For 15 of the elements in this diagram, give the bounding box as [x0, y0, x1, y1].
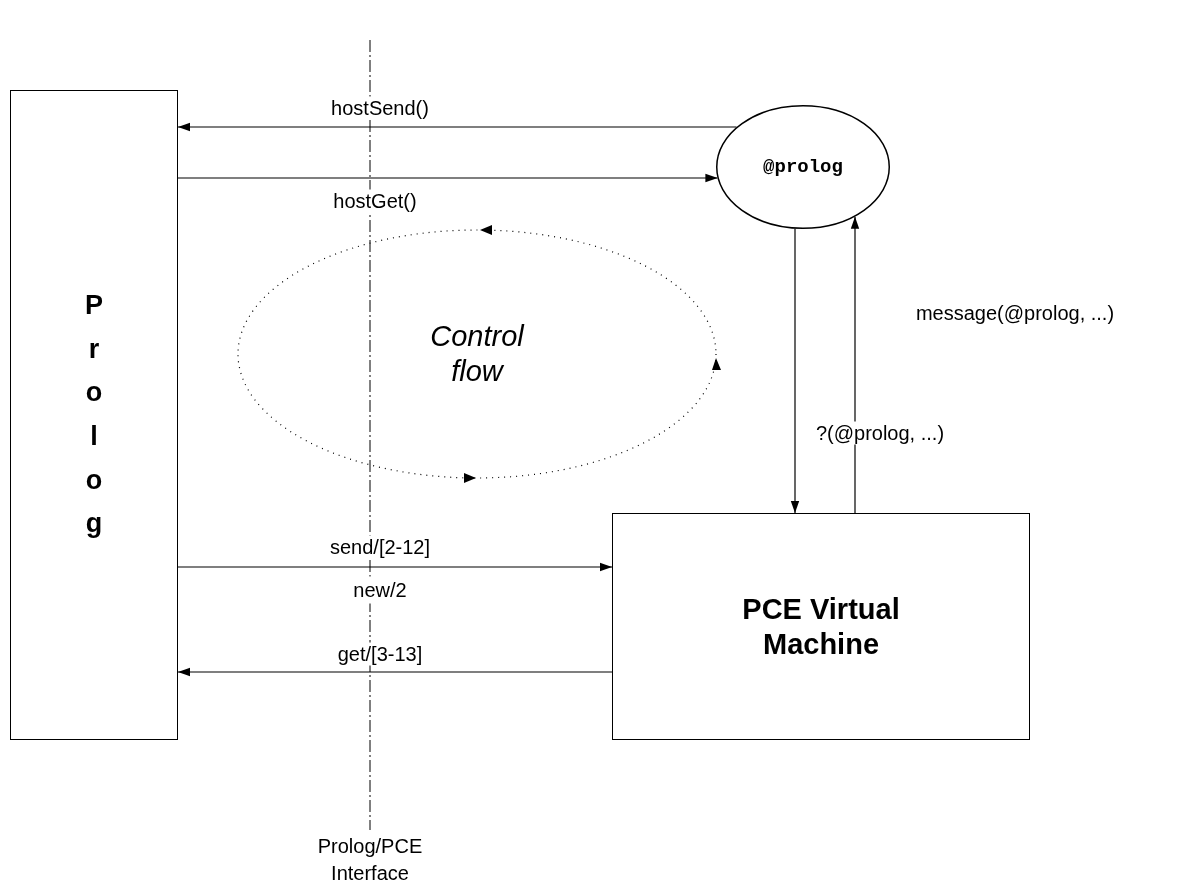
arrow — [177, 562, 613, 572]
node-text: Control flow — [429, 319, 526, 389]
edge-label: hostGet() — [331, 189, 419, 213]
arrow — [790, 228, 800, 514]
arrow — [850, 216, 860, 514]
arrow — [177, 122, 738, 132]
node-text: Prolog — [84, 288, 104, 541]
arrow — [177, 667, 613, 677]
system-box — [612, 513, 1030, 740]
object-ellipse — [716, 105, 890, 229]
control-flow-cycle — [236, 228, 718, 480]
node-text: @prolog — [763, 156, 843, 178]
system-box — [10, 90, 178, 740]
arrow — [177, 173, 718, 183]
node-text: PCE Virtual Machine — [741, 591, 901, 662]
